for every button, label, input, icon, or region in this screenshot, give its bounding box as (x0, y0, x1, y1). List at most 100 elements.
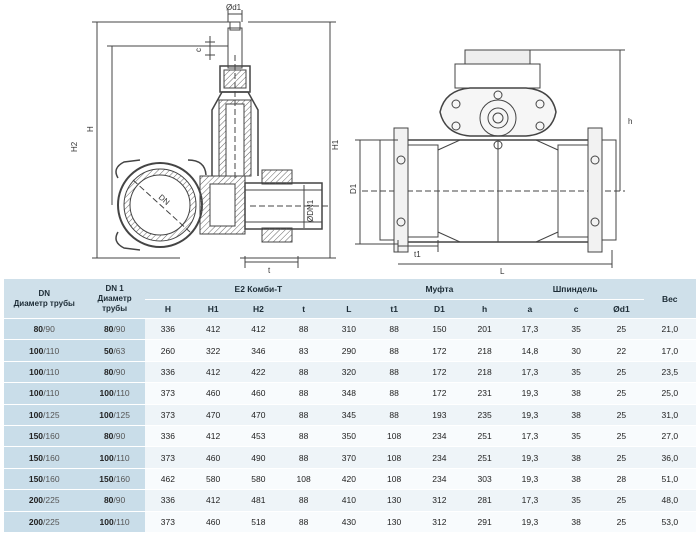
header-col-a: a (506, 299, 554, 319)
cell-value: 320 (341, 366, 356, 377)
table-cell: 88 (281, 404, 326, 426)
cell-value: 345 (341, 409, 356, 420)
cell-value: 88 (298, 409, 309, 420)
table-cell: 88 (281, 425, 326, 448)
table-cell: 51,0 (643, 468, 696, 491)
cell-value: /110 (43, 366, 60, 377)
cell-value: 80 (33, 324, 44, 335)
cell-value: 336 (160, 366, 175, 377)
cell-value: 218 (477, 345, 492, 356)
table-cell: 22 (599, 339, 644, 362)
cell-value: 25 (616, 388, 627, 399)
table-cell: 320 (325, 361, 373, 384)
cell-value: 108 (387, 452, 402, 463)
cell-value: 322 (206, 345, 221, 356)
cell-value: 200 (28, 495, 44, 506)
cell-value: /160 (43, 431, 60, 442)
header-dn-main: DN (38, 288, 50, 298)
table-cell: 25 (599, 361, 644, 384)
cell-value: 150 (28, 431, 44, 442)
table-cell: 234 (416, 468, 463, 491)
header-col-t: t (281, 299, 326, 319)
cell-value: 412 (206, 366, 221, 377)
table-cell: 412 (191, 361, 236, 384)
cell-value: 17,3 (521, 431, 539, 442)
table-cell: 410 (325, 489, 373, 512)
table-cell: 373 (144, 404, 192, 426)
cell-value: 25 (616, 431, 627, 442)
table-cell: 412 (191, 489, 236, 512)
cell-value: 88 (389, 409, 399, 420)
specification-table: DN Диаметр трубы DN 1 Диаметр трубы E2 К… (4, 279, 696, 533)
cell-value: 88 (298, 516, 309, 527)
cell-value: /225 (43, 495, 60, 506)
cell-value: 350 (341, 431, 356, 442)
cell-value: 17,0 (661, 345, 679, 356)
label-d1-side: D1 (349, 183, 358, 194)
cell-value: 25 (616, 366, 627, 377)
header-group-e2-kombi-t: E2 Комби-Т (144, 279, 373, 300)
table-cell: 17,0 (643, 339, 696, 362)
table-cell: 430 (325, 511, 373, 533)
cell-value: 88 (389, 388, 399, 399)
table-cell: 25 (599, 489, 644, 512)
table-cell: 345 (325, 404, 373, 426)
cell-value: 38 (571, 473, 581, 484)
cell-value: 312 (432, 516, 447, 527)
header-group-shpindel: Шпиндель (506, 279, 644, 300)
cell-value: 518 (251, 516, 266, 527)
cell-value: 420 (341, 473, 356, 484)
cell-value: /110 (113, 516, 130, 527)
table-cell: 53,0 (643, 511, 696, 533)
cell-value: /225 (43, 516, 60, 527)
cell-value: /160 (113, 473, 130, 484)
table-cell: 490 (235, 446, 282, 469)
cell-value: 580 (251, 473, 266, 484)
table-cell: 336 (144, 318, 192, 341)
table-cell: 462 (144, 468, 192, 491)
cell-value: 234 (432, 473, 447, 484)
cell-value: 35 (571, 495, 581, 506)
cell-value: 80 (103, 431, 114, 442)
cell-value: 234 (432, 452, 447, 463)
table-cell: 88 (372, 404, 417, 426)
table-cell: 290 (325, 339, 373, 362)
table-cell: 130 (372, 489, 417, 512)
cell-value: 481 (251, 495, 266, 506)
cell-value: /110 (113, 388, 130, 399)
header-col-h: H (144, 299, 192, 319)
table-cell: 19,3 (506, 511, 554, 533)
cell-value: 291 (477, 516, 492, 527)
cell-value: 35 (571, 431, 581, 442)
cell-value: 201 (477, 324, 492, 335)
label-h2: H2 (70, 141, 79, 152)
table-cell: 130 (372, 511, 417, 533)
cell-value: 23,5 (661, 366, 679, 377)
table-cell: 25,0 (643, 382, 696, 405)
cell-value: 88 (298, 388, 309, 399)
cell-value: /90 (113, 366, 126, 377)
label-h: H (86, 126, 95, 132)
table-cell: 172 (416, 339, 463, 362)
cell-value: /63 (113, 345, 126, 356)
cell-value: 80 (103, 495, 114, 506)
table-cell: 312 (416, 511, 463, 533)
table-cell: 348 (325, 382, 373, 405)
table-cell: 460 (191, 382, 236, 405)
table-cell: 14,8 (506, 339, 554, 362)
cell-value: 50 (103, 345, 114, 356)
cell-value: /110 (43, 345, 60, 356)
table-cell: 291 (462, 511, 507, 533)
cell-value: /125 (43, 409, 60, 420)
cell-value: 130 (387, 495, 402, 506)
cell-value: 260 (160, 345, 175, 356)
table-cell: 234 (416, 425, 463, 448)
header-col-h2: H2 (235, 299, 282, 319)
cell-value: 80 (103, 366, 114, 377)
cell-value: 88 (389, 366, 399, 377)
